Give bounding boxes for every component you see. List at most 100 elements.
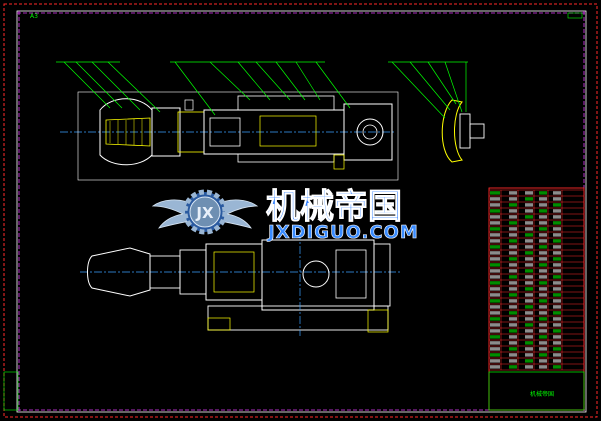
- rear-column: [373, 243, 391, 307]
- title-block-cell-text: [553, 197, 561, 201]
- title-block-cell-text: [553, 323, 561, 327]
- title-block-cell-text: [539, 335, 547, 339]
- detail-mark: [333, 154, 345, 170]
- title-block-cell-text: [525, 281, 533, 285]
- title-block-cell-text: [525, 347, 533, 351]
- title-block-cell-text: [509, 275, 517, 279]
- leader-line: [209, 61, 251, 101]
- title-block-cell-text: [509, 353, 517, 357]
- title-block-cell-text: [490, 269, 500, 273]
- base-mount-right: [367, 309, 389, 333]
- title-block-cell-text: [525, 275, 533, 279]
- detail-mark: [184, 99, 194, 111]
- title-block-cell-text: [490, 221, 500, 225]
- arm-block: [209, 117, 241, 147]
- title-block-cell-text: [553, 209, 561, 213]
- title-block-cell-text: [490, 233, 500, 237]
- title-block-cell-text: [490, 305, 500, 309]
- rear-bearing-inner: [362, 124, 378, 140]
- title-block-cell-text: [539, 227, 547, 231]
- title-block-cell-text: [490, 323, 500, 327]
- title-block-cell-text: [539, 233, 547, 237]
- title-block-cell-text: [525, 209, 533, 213]
- title-block-cell-text: [490, 209, 500, 213]
- title-block-cell-text: [490, 197, 500, 201]
- top-view-leaders: [56, 61, 351, 116]
- title-block-cell-text: [509, 257, 517, 261]
- title-block-cell-text: [525, 311, 533, 315]
- bottom-view: [80, 232, 400, 336]
- sheet-border: [3, 3, 598, 418]
- leader-line: [63, 61, 111, 109]
- title-block-cell-text: [490, 263, 500, 267]
- title-block-cell-text: [490, 293, 500, 297]
- title-block-cell-text: [525, 335, 533, 339]
- title-block-cell-text: [539, 239, 547, 243]
- title-block-cell-text: [525, 305, 533, 309]
- title-block-cell-text: [539, 305, 547, 309]
- title-block-cell-text: [525, 251, 533, 255]
- title-block-cell-text: [525, 329, 533, 333]
- title-block-cell-text: [553, 251, 561, 255]
- leader-line: [427, 61, 457, 105]
- title-block-cell-text: [525, 299, 533, 303]
- title-block-cell-text: [490, 317, 500, 321]
- title-block-cell-text: [509, 227, 517, 231]
- title-block-cell-text: [509, 287, 517, 291]
- title-block-cell-text: [539, 365, 547, 369]
- emblem-text: JX: [195, 204, 214, 222]
- title-block-cell-text: [553, 233, 561, 237]
- title-block-cell-text: [509, 197, 517, 201]
- title-block-cell-text: [525, 353, 533, 357]
- title-block-cell-text: [490, 203, 500, 207]
- title-block-footer: [488, 371, 585, 411]
- title-block-cell-text: [553, 263, 561, 267]
- title-block-cell-text: [553, 347, 561, 351]
- title-block-frame: [488, 187, 585, 411]
- title-block-cell-text: [553, 203, 561, 207]
- title-block-cell-text: [539, 347, 547, 351]
- title-block-cell-text: [509, 281, 517, 285]
- title-block-cell-text: [509, 293, 517, 297]
- title-block: 机械帝国: [488, 187, 585, 411]
- gripper-jaw-hatched: [105, 117, 151, 147]
- title-block-cell-text: [509, 365, 517, 369]
- title-block-cell-text: [509, 251, 517, 255]
- title-block-cell-text: [509, 359, 517, 363]
- arm-upper-rail: [237, 95, 335, 111]
- arm-lower-rail: [237, 153, 335, 163]
- title-block-cell-text: [490, 245, 500, 249]
- title-block-cell-text: [490, 329, 500, 333]
- title-block-cell-text: [539, 263, 547, 267]
- main-carriage: [261, 239, 375, 311]
- title-block-cell-text: [525, 323, 533, 327]
- title-block-cell-text: [539, 275, 547, 279]
- arm-inner-slot: [259, 115, 317, 147]
- leader-line: [237, 61, 271, 101]
- title-block-cell-text: [553, 215, 561, 219]
- title-block-cell-text: [525, 215, 533, 219]
- title-block-cell-text: [553, 341, 561, 345]
- title-block-cell-text: [525, 191, 533, 195]
- title-block-cell-text: [525, 239, 533, 243]
- leader-line: [255, 61, 291, 101]
- title-block-cell-text: [539, 203, 547, 207]
- base-mount-left: [207, 317, 231, 331]
- leader-line: [275, 61, 306, 101]
- title-block-cell-text: [539, 341, 547, 345]
- title-block-cell-text: [553, 353, 561, 357]
- title-block-cell-text: [525, 269, 533, 273]
- title-block-cell-text: [553, 239, 561, 243]
- title-block-cell-text: [509, 323, 517, 327]
- title-block-cell-text: [509, 263, 517, 267]
- title-block-cell-text: [509, 239, 517, 243]
- title-block-cell-text: [525, 257, 533, 261]
- title-block-cell-text: [525, 293, 533, 297]
- title-block-cell-text: [525, 263, 533, 267]
- corner-mark-tr: [567, 12, 583, 19]
- title-block-cell-text: [490, 287, 500, 291]
- title-block-cell-text: [539, 221, 547, 225]
- title-block-cell-text: [539, 191, 547, 195]
- title-block-cell-text: [490, 257, 500, 261]
- title-block-cell-text: [553, 311, 561, 315]
